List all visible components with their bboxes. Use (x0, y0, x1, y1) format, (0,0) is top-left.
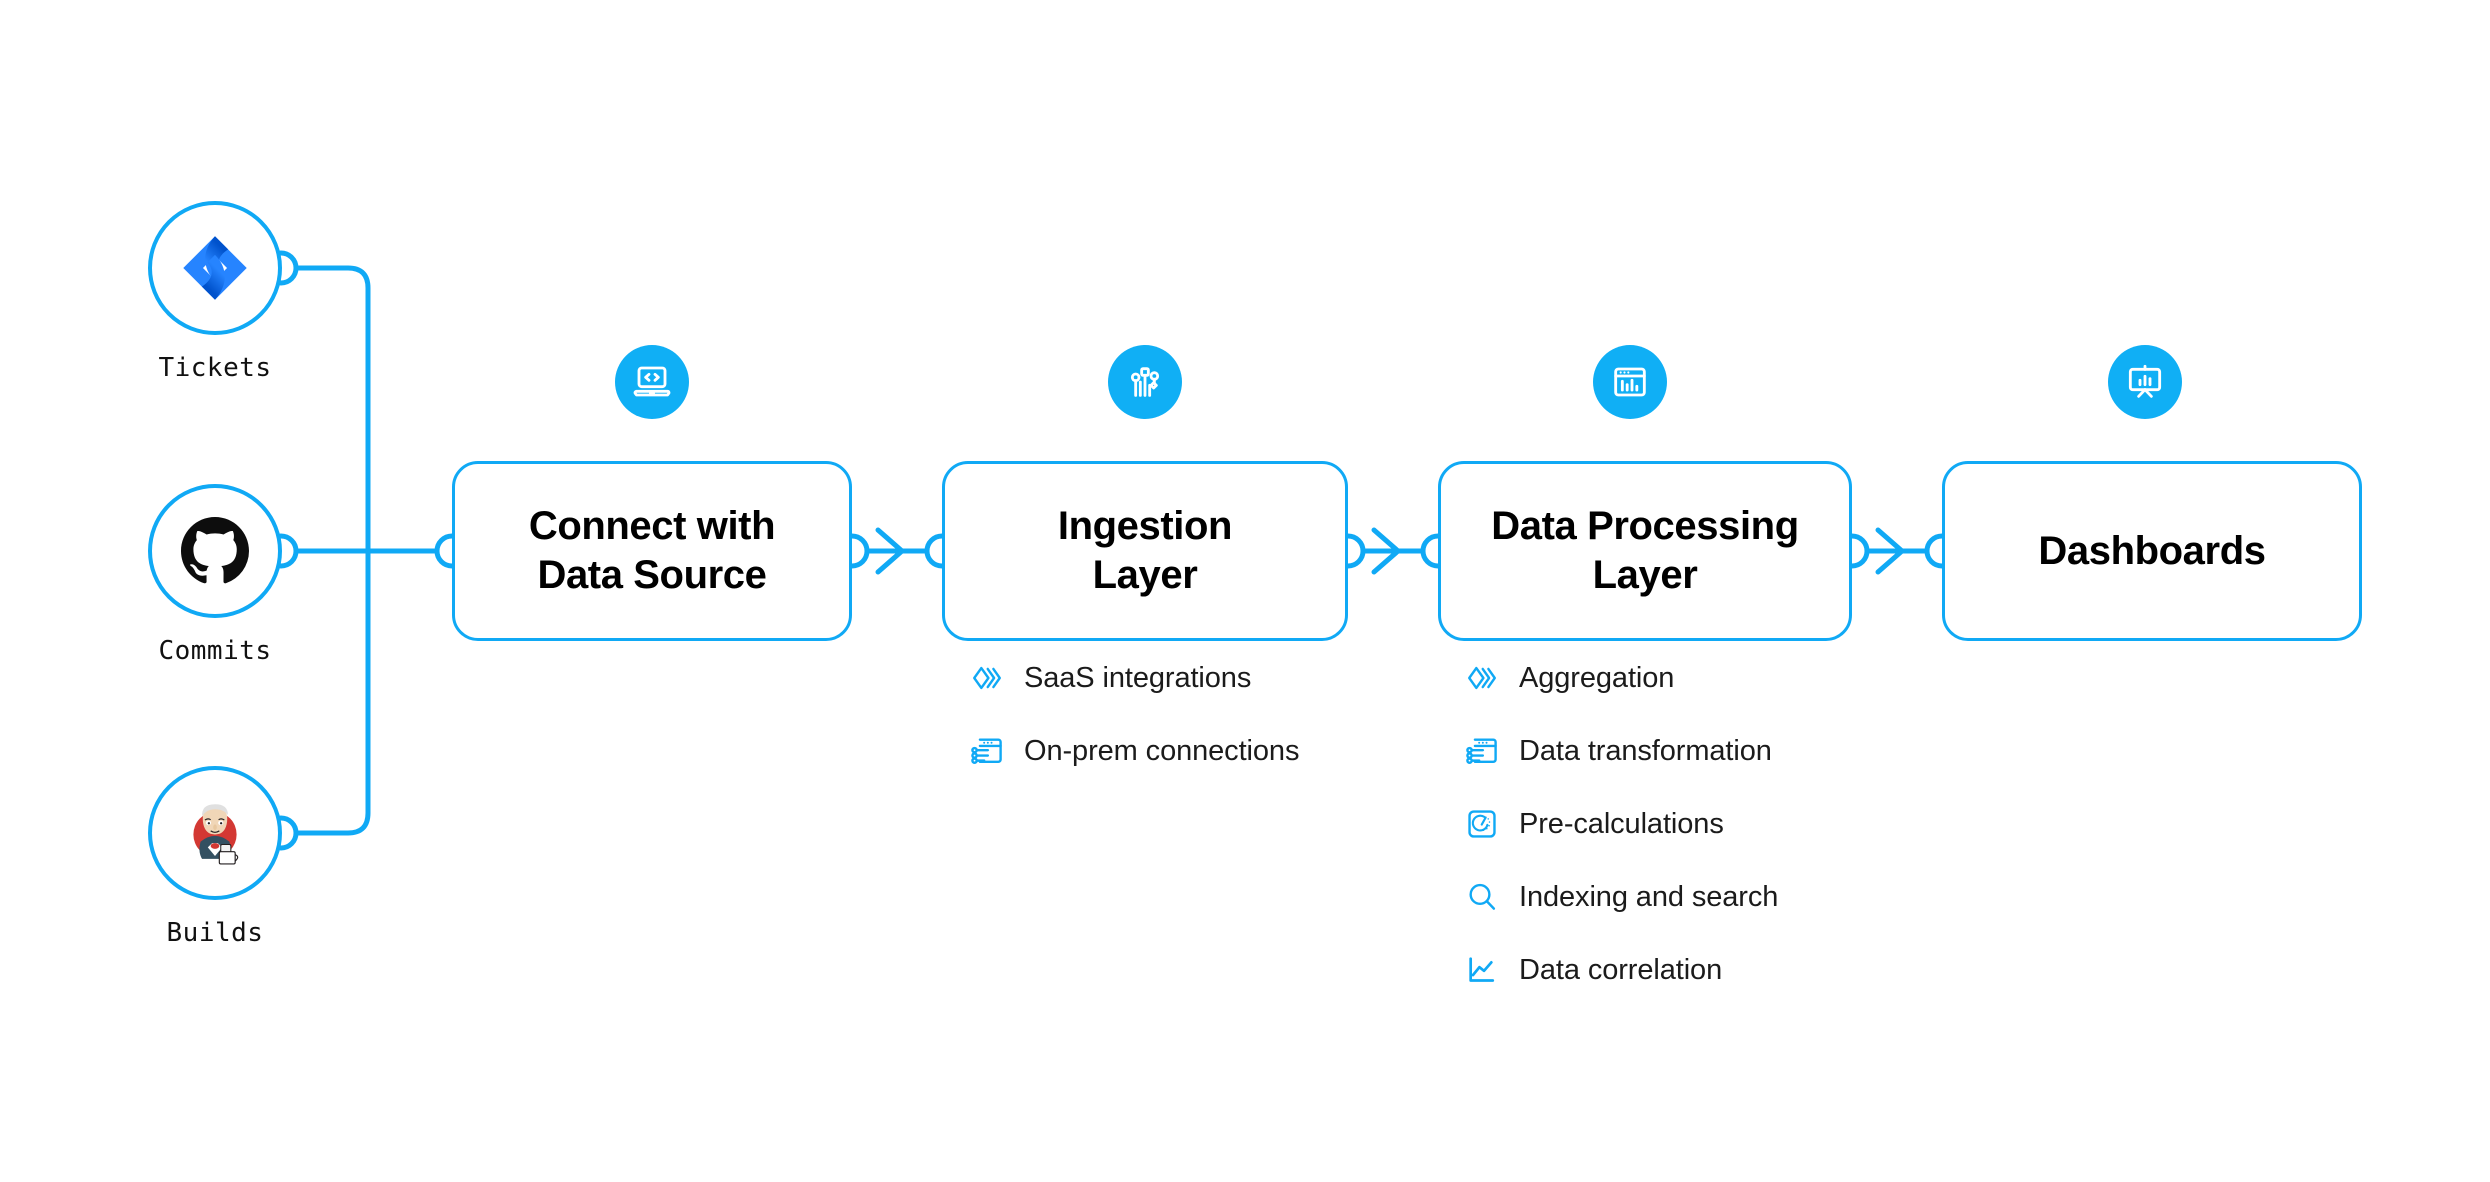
source-label: Tickets (158, 353, 272, 383)
source-node-commits[interactable]: Commits (148, 484, 288, 666)
layered-chevrons-icon (1463, 659, 1501, 697)
circuit-nodes-icon (1130, 367, 1160, 397)
feature-list-ingestion: SaaS integrations On-prem conne (968, 655, 1299, 801)
feature-item[interactable]: Data transformation (1463, 728, 1778, 774)
server-sliders-icon (968, 732, 1006, 770)
feature-list-processing: Aggregation Data transformation (1463, 655, 1778, 1020)
stage-box-dashboards[interactable]: Dashboards (1942, 461, 2362, 641)
arrowhead-1 (875, 527, 905, 575)
feature-item[interactable]: Pre-calculations (1463, 801, 1778, 847)
wire-tickets (278, 265, 371, 554)
stage-icon-dashboards (2108, 345, 2182, 419)
source-label: Builds (166, 918, 264, 948)
presentation-chart-icon (2128, 364, 2162, 398)
source-circle (148, 201, 282, 335)
magnifier-icon (1463, 878, 1501, 916)
feature-item[interactable]: On-prem connections (968, 728, 1299, 774)
jenkins-icon (193, 804, 239, 865)
feature-item[interactable]: Aggregation (1463, 655, 1778, 701)
feature-label: Data transformation (1519, 734, 1772, 767)
feature-label: Indexing and search (1519, 880, 1779, 913)
window-barchart-icon (1614, 367, 1646, 397)
source-circle (148, 766, 282, 900)
gauge-square-icon (1463, 805, 1501, 843)
jira-icon (183, 236, 247, 300)
server-sliders-icon (1463, 732, 1501, 770)
stage-icon-connect (615, 345, 689, 419)
line-chart-icon (1463, 951, 1501, 989)
arrowhead-2 (1371, 527, 1401, 575)
feature-label: Pre-calculations (1519, 807, 1724, 840)
feature-label: SaaS integrations (1024, 661, 1252, 694)
stage-title: Dashboards (2038, 528, 2266, 573)
source-node-tickets[interactable]: Tickets (148, 201, 288, 383)
arrowhead-3 (1875, 527, 1905, 575)
source-circle (148, 484, 282, 618)
feature-label: Aggregation (1519, 661, 1675, 694)
feature-item[interactable]: SaaS integrations (968, 655, 1299, 701)
wire-builds (278, 548, 371, 836)
feature-item[interactable]: Data correlation (1463, 947, 1778, 993)
feature-label: Data correlation (1519, 953, 1723, 986)
stage-icon-ingestion (1108, 345, 1182, 419)
github-icon (181, 517, 249, 584)
laptop-code-icon (633, 366, 671, 397)
layered-chevrons-icon (968, 659, 1006, 697)
stage-icon-processing (1593, 345, 1667, 419)
feature-item[interactable]: Indexing and search (1463, 874, 1778, 920)
source-node-builds[interactable]: Builds (148, 766, 288, 948)
feature-label: On-prem connections (1024, 734, 1300, 767)
source-label: Commits (158, 636, 272, 666)
